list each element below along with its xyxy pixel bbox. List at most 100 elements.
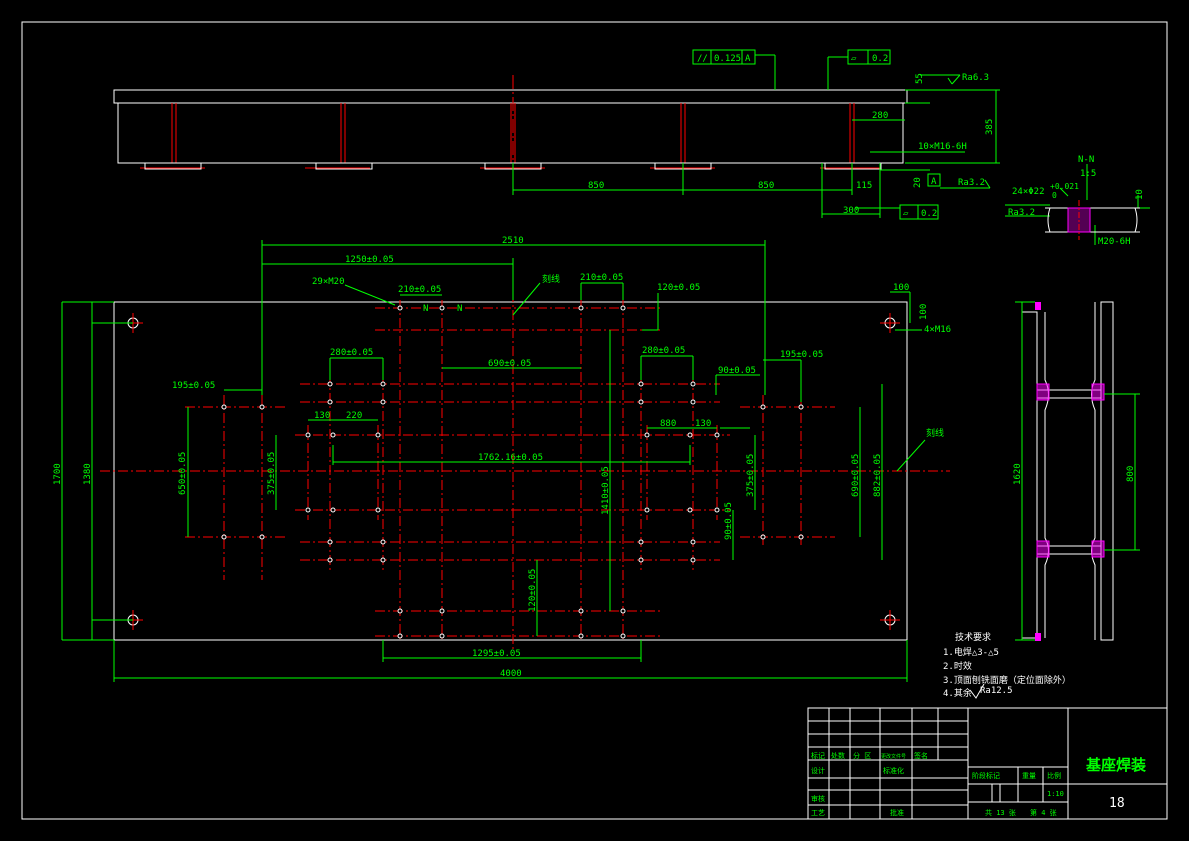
- dim-800: 800: [1126, 466, 1136, 482]
- front-view: [113, 49, 1000, 220]
- section-scale: 1:5: [1080, 169, 1096, 179]
- dim-100: 100: [893, 283, 909, 293]
- tb-std: 标准化: [883, 766, 904, 775]
- thread-4xm16: 4×M16: [924, 325, 951, 335]
- note-1: 1.电焊△3-△5: [943, 646, 999, 658]
- roughness-top: Ra6.3: [962, 73, 989, 83]
- dim-1250: 1250±0.05: [345, 255, 394, 265]
- dim-115: 115: [856, 181, 872, 191]
- tb-sheets-total: 共 13 张: [985, 808, 1016, 817]
- dim-1410: 1410±0.05: [601, 466, 611, 515]
- section-holes: 24×Φ22: [1012, 187, 1045, 197]
- dim-280-left: 280±0.05: [330, 348, 373, 358]
- parallelism-value: 0.125: [714, 54, 741, 64]
- dim-220: 220: [346, 411, 362, 421]
- section-tol-lower: 0: [1052, 191, 1057, 200]
- section-mark-n-right: N: [457, 304, 462, 314]
- dim-4000: 4000: [500, 669, 522, 679]
- note-scribe-right: 刻线: [926, 427, 944, 439]
- tb-design: 设计: [811, 766, 825, 775]
- dim-90: 90±0.05: [718, 366, 756, 376]
- dim-882: 882±0.05: [873, 454, 883, 497]
- technical-notes: 技术要求 1.电焊△3-△5 2.时效 3.顶面刨铣面磨（定位面除外） 4.其余…: [943, 631, 1071, 699]
- tb-weight: 重量: [1022, 772, 1036, 780]
- thread-callout: 10×M16-6H: [918, 142, 967, 152]
- dim-130-right: 130: [695, 419, 711, 429]
- dim-1700: 1700: [53, 463, 63, 485]
- tb-process: 工艺: [811, 809, 825, 817]
- tb-review: 审核: [811, 794, 825, 803]
- dim-690: 690±0.05: [488, 359, 531, 369]
- side-view: [1015, 301, 1140, 641]
- section-mark-n-left: N: [423, 304, 428, 314]
- note-scribe-top: 刻线: [542, 273, 560, 285]
- side-view-labels: 1620 800: [1013, 463, 1136, 485]
- tb-approve: 批准: [890, 808, 904, 817]
- section-thread: M20-6H: [1098, 237, 1131, 247]
- dim-1295: 1295±0.05: [472, 649, 521, 659]
- section-label: N-N: [1078, 155, 1094, 165]
- dim-height: 385: [985, 119, 995, 135]
- dim-1380: 1380: [83, 463, 93, 485]
- dim-280-right: 280±0.05: [642, 346, 685, 356]
- tb-zone: 分 区: [853, 751, 871, 760]
- tb-stage: 阶段标记: [972, 771, 1000, 780]
- tb-drawing-name: 基座焊装: [1085, 756, 1147, 774]
- note-2: 2.时效: [943, 660, 972, 672]
- dim-1620: 1620: [1013, 463, 1023, 485]
- thread-29xm20: 29×M20: [312, 277, 345, 287]
- plan-view-labels: 2510 1250±0.05 29×M20 210±0.05 210±0.05 …: [53, 236, 951, 679]
- flatness-bottom-value: 0.2: [921, 209, 937, 219]
- dim-880: 880: [660, 419, 676, 429]
- datum-a-label: A: [931, 177, 937, 187]
- tb-docno: 更改文件号: [881, 753, 906, 760]
- dim-plate-thickness: 55: [915, 73, 925, 84]
- drawing-border: [21, 21, 1168, 820]
- note-3: 3.顶面刨铣面磨（定位面除外）: [943, 674, 1071, 686]
- dim-20: 20: [913, 177, 923, 188]
- dim-120-top: 120±0.05: [657, 283, 700, 293]
- parallelism-datum: A: [745, 54, 751, 64]
- plan-view: [61, 240, 950, 682]
- parallelism-symbol: //: [697, 54, 708, 64]
- flatness-top-value: 0.2: [872, 54, 888, 64]
- dim-375-right: 375±0.05: [746, 454, 756, 497]
- dim-850-left: 850: [588, 181, 604, 191]
- dim-90-vertical: 90±0.05: [724, 502, 734, 540]
- section-depth: 10: [1135, 189, 1145, 200]
- title-block: [807, 707, 1168, 820]
- section-roughness: Ra3.2: [1008, 208, 1035, 218]
- roughness-symbol-icon: [969, 683, 985, 699]
- dim-130: 130: [314, 411, 330, 421]
- dim-210-left: 210±0.05: [398, 285, 441, 295]
- dim-1762: 1762.16±0.05: [478, 453, 543, 463]
- tb-scale-value: 1:10: [1047, 790, 1064, 798]
- flatness-symbol-top: ▱: [851, 54, 857, 64]
- front-view-labels: // 0.125 A ▱ 0.2 ▱ 0.2 A Ra6.3 Ra3.2 55 …: [588, 54, 995, 219]
- dim-120-bottom: 120±0.05: [528, 569, 538, 612]
- note-roughness: Ra12.5: [980, 686, 1013, 696]
- dim-650: 650±0.05: [178, 452, 188, 495]
- dim-690-vertical: 690±0.05: [851, 454, 861, 497]
- dim-195-right: 195±0.05: [780, 350, 823, 360]
- notes-title: 技术要求: [955, 631, 991, 643]
- tb-count: 处数: [831, 751, 845, 760]
- dim-210-right: 210±0.05: [580, 273, 623, 283]
- dim-375-left: 375±0.05: [267, 452, 277, 495]
- section-nn-labels: N-N 1:5 24×Φ22 +0.021 0 Ra3.2 10 M20-6H: [1008, 155, 1145, 247]
- roughness-side: Ra3.2: [958, 178, 985, 188]
- note-4: 4.其余: [943, 687, 972, 699]
- tb-drawing-no: 18: [1109, 796, 1125, 811]
- section-tol-upper: +0.021: [1050, 182, 1079, 191]
- dim-280: 280: [872, 111, 888, 121]
- dim-300: 300: [843, 206, 859, 216]
- flatness-symbol-bottom: ▱: [903, 209, 909, 219]
- dim-195-left: 195±0.05: [172, 381, 215, 391]
- tb-mark: 标记: [811, 751, 825, 760]
- dim-2510: 2510: [502, 236, 524, 246]
- tb-sheet-no: 第 4 张: [1030, 808, 1057, 817]
- dim-100-vertical: 100: [919, 304, 929, 320]
- dim-850-right: 850: [758, 181, 774, 191]
- tb-scale-label: 比例: [1047, 771, 1061, 780]
